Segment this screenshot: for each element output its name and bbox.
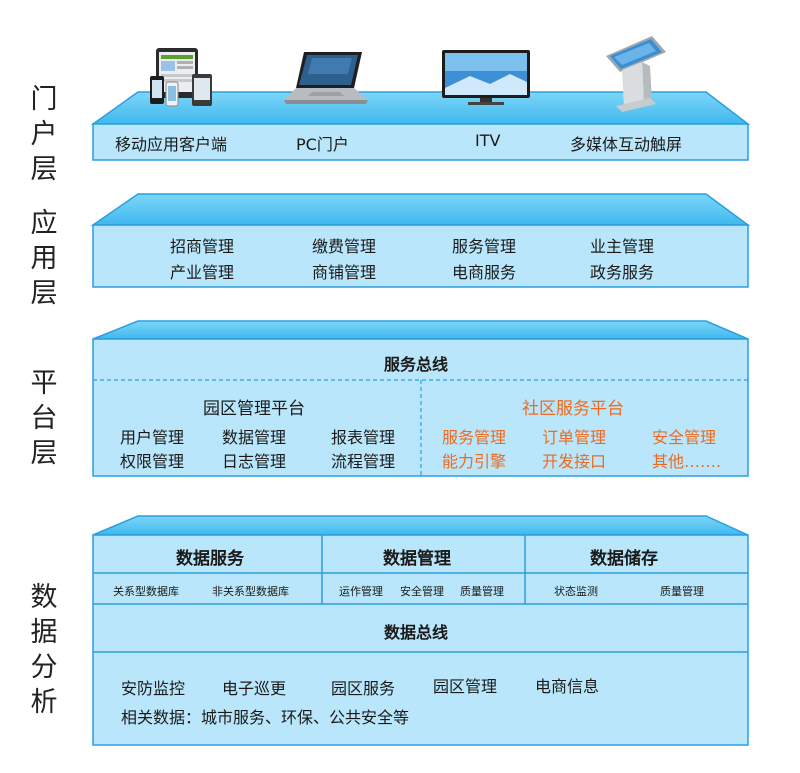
data-source-item: 电子巡更: [222, 679, 287, 698]
app-item: 服务管理: [452, 237, 517, 256]
data-source-item: 安防监控: [121, 679, 186, 698]
portal-layer-box: [90, 91, 751, 161]
data-manage-item: 安全管理: [400, 585, 444, 598]
community-item: 安全管理: [652, 428, 717, 447]
data-source-item: 园区管理: [433, 677, 498, 696]
data-service-title: 数据服务: [176, 549, 244, 569]
park-item: 用户管理: [120, 428, 185, 447]
park-platform-title: 园区管理平台: [203, 399, 305, 419]
portal-item-itv: ITV: [475, 131, 501, 150]
related-data-text: 相关数据：城市服务、环保、公共安全等: [121, 708, 410, 727]
data-service-item: 非关系型数据库: [212, 585, 289, 598]
application-layer-label: 应用层: [30, 208, 58, 309]
data-layer-box: [92, 515, 749, 746]
app-item: 业主管理: [590, 237, 655, 256]
app-item: 缴费管理: [312, 237, 377, 256]
data-storage-item: 状态监测: [554, 585, 598, 598]
park-item: 日志管理: [222, 452, 287, 471]
park-item: 报表管理: [331, 428, 396, 447]
tv-icon: [442, 50, 530, 105]
data-manage-title: 数据管理: [383, 549, 451, 569]
portal-item-pc-portal: PC门户: [296, 135, 349, 154]
park-item: 流程管理: [331, 452, 396, 471]
data-manage-item: 运作管理: [339, 585, 383, 598]
community-item: 订单管理: [542, 428, 607, 447]
service-bus-title: 服务总线: [384, 355, 449, 374]
portal-item-touchscreen: 多媒体互动触屏: [570, 135, 683, 154]
community-item: 能力引擎: [442, 452, 507, 471]
app-item: 商铺管理: [312, 263, 377, 282]
community-item: 开发接口: [542, 452, 607, 471]
laptop-icon: [284, 52, 368, 104]
park-item: 权限管理: [120, 452, 185, 471]
portal-item-mobile-client: 移动应用客户端: [115, 135, 228, 154]
platform-layer-label: 平台层: [30, 368, 58, 469]
community-item: 其他…….: [652, 452, 722, 471]
platform-layer-box: [92, 320, 749, 477]
app-item: 电商服务: [452, 263, 517, 282]
data-storage-item: 质量管理: [660, 585, 704, 598]
data-source-item: 园区服务: [331, 679, 396, 698]
data-service-item: 关系型数据库: [113, 585, 179, 598]
application-layer-box: [90, 193, 751, 288]
park-item: 数据管理: [222, 428, 287, 447]
community-item: 服务管理: [442, 428, 507, 447]
portal-layer-label: 门户层: [30, 84, 58, 185]
data-layer-label: 数据分析: [30, 582, 58, 718]
community-platform-title: 社区服务平台: [522, 399, 624, 419]
app-item: 产业管理: [170, 263, 235, 282]
data-bus-title: 数据总线: [384, 623, 449, 642]
app-item: 招商管理: [170, 237, 235, 256]
app-item: 政务服务: [590, 263, 655, 282]
data-source-item: 电商信息: [535, 677, 600, 696]
data-manage-item: 质量管理: [460, 585, 504, 598]
data-storage-title: 数据储存: [590, 549, 658, 569]
tablet-phone-icon: [150, 48, 212, 107]
kiosk-icon: [606, 36, 666, 112]
